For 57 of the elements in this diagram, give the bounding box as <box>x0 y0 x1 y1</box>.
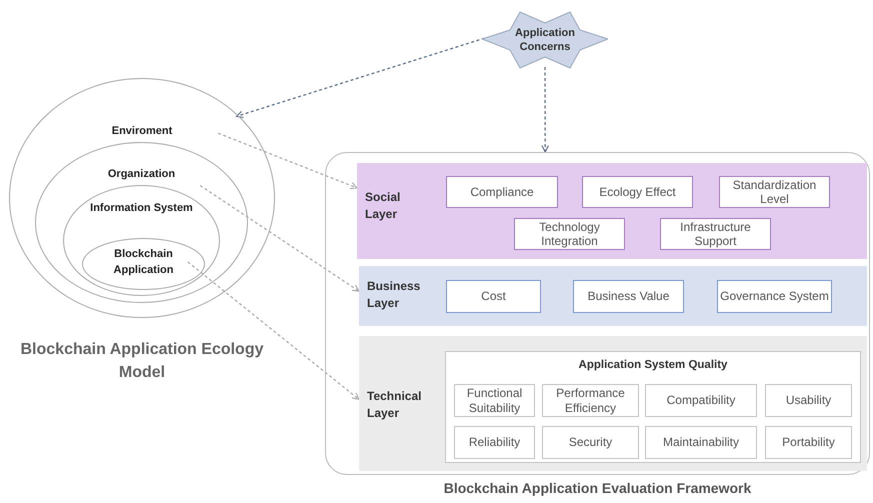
quality-panel <box>445 351 861 463</box>
dashed-arrow <box>200 184 360 292</box>
ellipse-label: Enviroment <box>110 124 174 139</box>
dashed-arrow <box>541 67 549 153</box>
criterion-box <box>645 426 757 459</box>
criterion-label: Technology Integration <box>538 220 601 248</box>
criterion-label: Compatibility <box>666 393 736 408</box>
criterion-box <box>454 384 535 417</box>
panel-heading: Application System Quality <box>578 359 728 371</box>
callout-text: Application Concerns <box>514 26 576 54</box>
criterion-box <box>542 384 639 417</box>
criterion-box <box>660 218 771 250</box>
criterion-label: Cost <box>481 289 506 304</box>
layer-label: Business Layer <box>367 278 422 312</box>
criterion-box <box>582 176 693 208</box>
criterion-label: Compliance <box>470 184 534 200</box>
layer-band <box>359 336 867 471</box>
criterion-label: Reliability <box>468 435 520 450</box>
criterion-box <box>454 426 535 459</box>
dashed-arrow <box>236 38 485 118</box>
ellipse <box>82 238 205 290</box>
criterion-box <box>542 426 639 459</box>
criterion-box <box>514 218 625 250</box>
dashed-arrow <box>187 261 360 400</box>
criterion-box <box>765 426 852 459</box>
layer-label: Social Layer <box>365 189 402 224</box>
ellipse-label: Organization <box>106 167 176 182</box>
criterion-label: Governance System <box>720 289 829 304</box>
ellipse-label: Information System <box>89 201 194 216</box>
layer-band <box>357 163 867 259</box>
layer-band <box>359 266 867 326</box>
ellipse-label: Blockchain Application <box>112 247 174 278</box>
criterion-box <box>573 280 684 313</box>
criterion-box <box>719 176 830 208</box>
criterion-box <box>645 384 757 417</box>
criterion-box <box>717 280 832 313</box>
criterion-label: Maintainability <box>662 435 740 450</box>
ellipse <box>63 185 220 296</box>
diagram-caption: Blockchain Application Ecology Model <box>20 340 264 384</box>
ellipse <box>9 78 275 318</box>
framework-title: Blockchain Application Evaluation Framework <box>442 480 752 496</box>
criterion-label: Infrastructure Support <box>679 220 752 248</box>
criterion-label: Portability <box>782 435 835 450</box>
criterion-label: Functional Suitability <box>466 386 524 415</box>
dashed-arrow <box>218 132 358 190</box>
criterion-box <box>446 280 541 313</box>
criterion-label: Usability <box>786 393 832 408</box>
star-callout <box>482 10 608 70</box>
criterion-label: Performance Efficiency <box>555 386 626 415</box>
criterion-label: Ecology Effect <box>599 184 676 200</box>
criterion-box <box>446 176 558 208</box>
criterion-label: Security <box>568 435 612 450</box>
criterion-box <box>765 384 852 417</box>
criterion-label: Business Value <box>588 289 670 304</box>
criterion-label: Standardization Level <box>732 178 818 206</box>
layer-label: Technical Layer <box>367 388 422 422</box>
ellipse <box>35 142 248 303</box>
